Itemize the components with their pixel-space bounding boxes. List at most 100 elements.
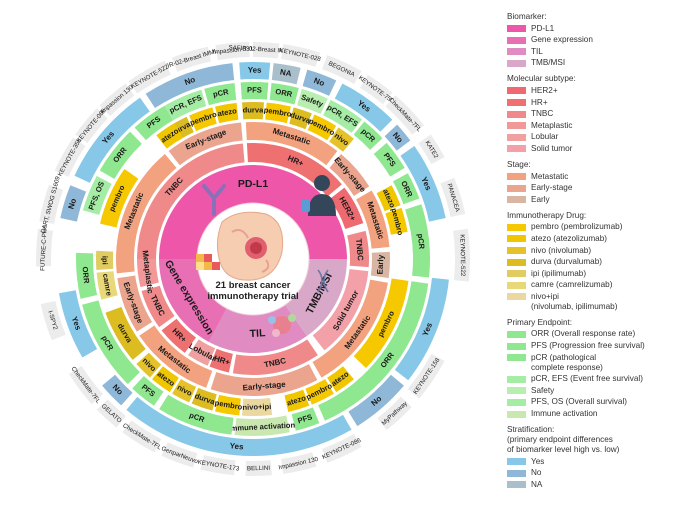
- legend-section-endpoint: Primary Endpoint: ORR (Overall response …: [507, 318, 683, 419]
- subtype-segment: HR+: [209, 348, 233, 373]
- trial-label: FUTURE-C-Plus: [36, 225, 53, 271]
- drug-segment-label: nivo+ipi: [242, 402, 271, 412]
- endpoint-segment: PFS: [240, 82, 269, 100]
- stage-segment-label: Early-stage: [242, 380, 286, 393]
- legend-title-stage: Stage:: [507, 159, 531, 169]
- trial-label: DART, SWOG S1609: [39, 175, 64, 234]
- legend-item: nivo+ipi (nivolumab, ipilimumab): [507, 292, 683, 312]
- trial-label-arc: [322, 433, 362, 463]
- drug-segment-arc: [172, 379, 197, 403]
- endpoint-segment-label: PFS: [296, 412, 313, 425]
- drug-segment: camre: [96, 271, 118, 300]
- drug-segment-arc: [191, 387, 217, 411]
- legend-label: ipi (ipilimumab): [531, 268, 587, 278]
- legend-title-endpoint: Primary Endpoint:: [507, 317, 573, 327]
- drug-segment-arc: [305, 379, 334, 405]
- legend-label: atezo (atezolizumab): [531, 233, 607, 243]
- endpoint-segment-arc: [392, 173, 420, 205]
- legend-swatch: [507, 458, 526, 466]
- stratification-segment: Yes: [58, 290, 98, 358]
- legend-swatch: [507, 223, 526, 231]
- stratification-segment-label: No: [183, 75, 196, 87]
- stratification-segment-arc: [126, 396, 352, 456]
- biomarker-icons: [196, 175, 336, 337]
- trial-label-arc: [453, 228, 471, 282]
- stage-segment-arc: [168, 122, 243, 166]
- stratification-segment-label: NA: [279, 68, 292, 79]
- drug-segment: pembro: [305, 379, 334, 405]
- legend-label: pCR (pathological complete response): [531, 352, 603, 372]
- endpoint-segment-arc: [240, 82, 269, 100]
- legend-item: TNBC: [507, 109, 683, 119]
- biomarker-segment-arc: [285, 259, 347, 337]
- legend-label: Lobular: [531, 132, 559, 142]
- subtype-segment: TNBC: [141, 285, 175, 328]
- endpoint-segment-label: pCR: [416, 233, 427, 250]
- legend-swatch: [507, 122, 526, 130]
- legend-item: Early-stage: [507, 183, 683, 193]
- subtype-segment-arc: [312, 269, 369, 351]
- breast-illustration: [216, 211, 284, 281]
- subtype-segment: TNBC: [347, 230, 369, 268]
- legend-item: PD-L1: [507, 24, 683, 34]
- drug-segment: nivo+ipi: [242, 397, 273, 416]
- trial-label-arc: [40, 300, 66, 341]
- legend-item: HER2+: [507, 86, 683, 96]
- trial-label-label: KEYNOTE-522: [458, 234, 466, 277]
- endpoint-segment-arc: [76, 252, 98, 299]
- legend-label: Solid tumor: [531, 143, 573, 153]
- stratification-segment: No: [102, 374, 133, 406]
- stratification-segment-arc: [74, 97, 150, 183]
- legend-swatch: [507, 99, 526, 107]
- endpoint-segment: ORR: [318, 281, 429, 421]
- endpoint-segment-label: ORR: [275, 87, 294, 99]
- legend-item: No: [507, 468, 683, 478]
- legend-label: Early-stage: [531, 183, 573, 193]
- legend-label: HER2+: [531, 85, 558, 95]
- subtype-segment-label: TNBC: [354, 238, 365, 261]
- legend-label: HR+: [531, 97, 548, 107]
- endpoint-segment-arc: [82, 300, 140, 385]
- endpoint-segment-arc: [159, 394, 234, 435]
- legend-label: Immune activation: [531, 409, 598, 419]
- trial-label-arc: [68, 366, 103, 405]
- trial-label: KEYNOTE-522: [453, 228, 471, 282]
- legend-swatch: [507, 59, 526, 67]
- legend-item: PFS, OS (Overall survival): [507, 397, 683, 407]
- legend-swatch: [507, 133, 526, 141]
- legend-item: Lobular: [507, 132, 683, 142]
- stratification-segment-arc: [348, 374, 404, 427]
- stratification-segment-arc: [334, 83, 393, 132]
- legend-swatch: [507, 270, 526, 278]
- legend-swatch: [507, 48, 526, 56]
- trial-label: KEYNOTE-173: [197, 454, 240, 476]
- subtype-segment: HER2+: [329, 187, 364, 230]
- legend-swatch: [507, 354, 526, 362]
- trial-label-arc: [215, 42, 250, 61]
- endpoint-segment: PFS, OS: [82, 175, 112, 215]
- stratification-segment: No: [60, 185, 87, 222]
- drug-segment-arc: [215, 102, 239, 124]
- subtype-segment: TNBC: [137, 143, 245, 259]
- legend-swatch: [507, 145, 526, 153]
- legend-label: No: [531, 468, 542, 478]
- legend-label: camre (camrelizumab): [531, 280, 613, 290]
- legend-title-subtype: Molecular subtype:: [507, 74, 576, 84]
- drug-segment-arc: [353, 278, 409, 369]
- drug-segment-arc: [385, 207, 408, 235]
- endpoint-segment-arc: [353, 121, 383, 150]
- doctor-icon: [301, 175, 336, 216]
- trial-label-arc: [200, 454, 236, 476]
- legend-item: pembro (pembrolizumab): [507, 222, 683, 232]
- subtype-segment-arc: [141, 285, 175, 328]
- legend-label: TIL: [531, 46, 543, 56]
- stage-segment-arc: [329, 154, 370, 196]
- legend-items-endpoint: ORR (Overall response rate)PFS (Progress…: [507, 329, 683, 419]
- stage-segment-arc: [117, 275, 153, 332]
- stage-segment: Metastatic: [139, 325, 213, 388]
- legend-item: Metaplastic: [507, 121, 683, 131]
- legend-item: Yes: [507, 457, 683, 467]
